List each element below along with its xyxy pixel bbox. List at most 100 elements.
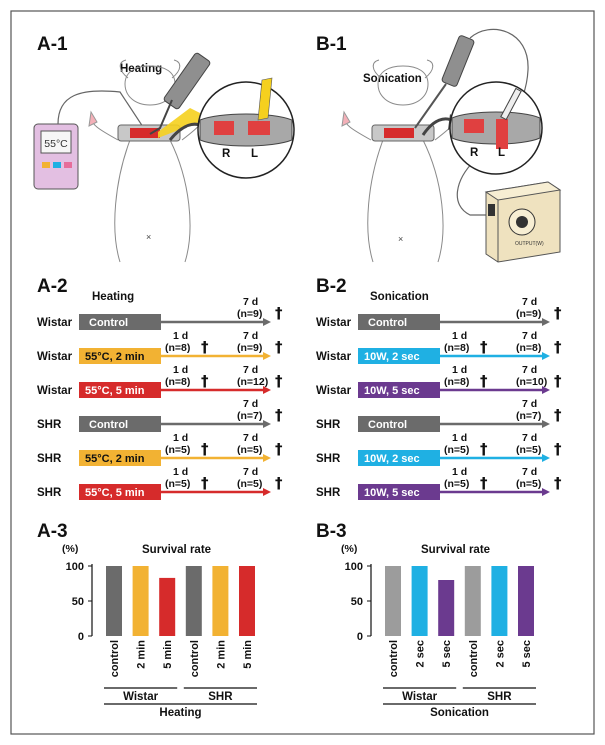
day1-label: 1 d [452,432,467,444]
day1-label: 1 d [173,466,188,478]
day1-n-label: (n=5) [444,478,469,490]
treatment-label: 10W, 5 sec [364,385,420,397]
treatment-box [79,314,161,330]
category-label: control [468,640,480,677]
category-label: control [189,640,201,677]
panel-label-a1: A-1 [37,34,68,55]
treatment-box [358,382,440,398]
bar [518,566,534,636]
death-mark: † [275,474,283,492]
strain-label: Wistar [316,351,352,363]
rat-mark-b: × [398,234,403,244]
thermometer-icon: 55°C [33,123,79,190]
rat-paw-a [88,110,98,127]
death-mark: † [275,406,283,424]
timeline-arrowhead [263,420,271,428]
category-label: 5 sec [521,640,533,668]
day7-n-label: (n=5) [516,478,541,490]
day1-n-label: (n=8) [444,342,469,354]
day7-n-label: (n=5) [516,444,541,456]
y-axis-unit: (%) [62,543,78,555]
day7-label: 7 d [522,398,537,410]
day7-n-label: (n=9) [237,342,262,354]
treatment-label: 55°C, 5 min [85,385,145,397]
timeline-arrowhead [542,386,550,394]
death-mark: † [554,474,562,492]
x-axis-label: Heating [159,707,201,719]
rat-mark-a: × [146,232,151,242]
strain-label: SHR [37,487,62,499]
panel-label-b1: B-1 [316,34,347,55]
day1-n-label: (n=5) [165,478,190,490]
right-label-a: R [222,148,231,160]
zoom-circle-a: R L [197,77,295,179]
group-label: Wistar [123,691,159,703]
ultrasonic-device-icon: OUTPUT(W) [484,181,562,263]
left-label-b: L [498,147,505,159]
death-mark: † [480,372,488,390]
exposed-area-b [384,128,414,138]
device-label: OUTPUT(W) [515,241,544,247]
y-tick-label: 0 [78,631,84,643]
timeline-arrowhead [263,386,271,394]
bar [106,566,122,636]
x-axis-label: Sonication [430,707,489,719]
death-mark: † [554,372,562,390]
strain-label: Wistar [37,385,73,397]
category-label: 5 min [162,640,174,669]
category-label: 5 sec [441,640,453,668]
death-mark: † [480,440,488,458]
day1-n-label: (n=8) [165,342,190,354]
chart-title: Survival rate [421,544,490,556]
category-label: control [388,640,400,677]
day7-label: 7 d [243,432,258,444]
thermometer-display: 55°C [44,138,68,150]
sonication-probe-icon [414,35,475,129]
timeline-arrowhead [263,352,271,360]
bar [239,566,255,636]
treatment-box [358,450,440,466]
group-label: SHR [208,691,233,703]
day1-label: 1 d [173,432,188,444]
day1-label: 1 d [452,330,467,342]
death-mark: † [554,338,562,356]
day7-label: 7 d [243,398,258,410]
day1-label: 1 d [452,466,467,478]
day7-n-label: (n=5) [237,444,262,456]
y-axis-unit: (%) [341,543,357,555]
y-tick-label: 100 [345,561,363,573]
panel-label-b3: B-3 [316,521,347,542]
day7-label: 7 d [522,466,537,478]
day1-label: 1 d [173,330,188,342]
day7-label: 7 d [243,296,258,308]
timeline-arrowhead [263,318,271,326]
timeline-arrowhead [542,318,550,326]
day1-label: 1 d [173,364,188,376]
day7-n-label: (n=9) [516,308,541,320]
strain-label: SHR [316,419,341,431]
y-tick-label: 50 [351,596,363,608]
timeline-b-title: Sonication [370,291,429,303]
bar [159,577,176,636]
category-label: 2 sec [415,640,427,668]
bar [438,580,455,636]
strain-label: SHR [316,453,341,465]
treatment-box [79,348,161,364]
group-label: SHR [487,691,512,703]
group-label: Wistar [402,691,438,703]
treatment-label: 55°C, 2 min [85,453,145,465]
death-mark: † [480,474,488,492]
panel-label-b2: B-2 [316,276,347,297]
treatment-box [358,314,440,330]
day7-n-label: (n=5) [237,478,262,490]
day7-label: 7 d [522,330,537,342]
sonication-label: Sonication [363,73,422,85]
heating-probe-icon [149,52,211,138]
